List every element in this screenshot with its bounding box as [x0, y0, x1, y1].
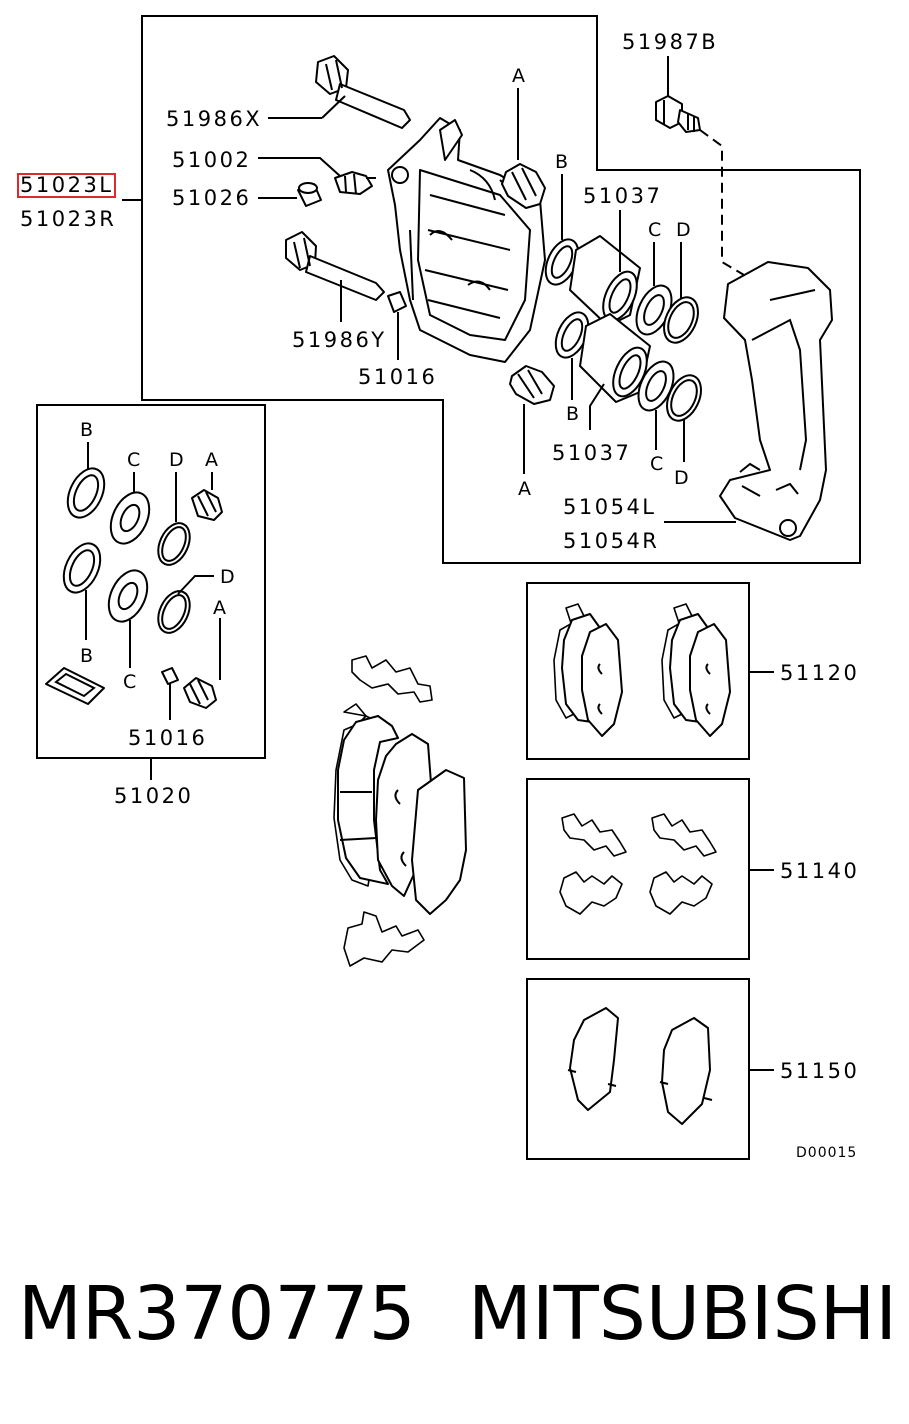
piston-lower [579, 313, 651, 403]
label-51037-upper: 51037 [583, 184, 662, 208]
bracket-bolt [655, 95, 701, 133]
label-51016-kit: 51016 [128, 726, 207, 750]
label-51002: 51002 [172, 148, 251, 172]
clip-kit-right [649, 813, 717, 915]
highlight-51023L [17, 173, 116, 198]
dust-seal-lower [637, 360, 675, 412]
sleeve-main [387, 291, 407, 313]
kit-letter-C1: C [127, 449, 140, 471]
kit-boot-a1 [191, 489, 223, 521]
letter-B-lower: B [566, 403, 579, 425]
kit-seal-b1 [66, 467, 106, 519]
kit-grease-packet [45, 667, 105, 705]
kit-ring-d1 [157, 522, 191, 566]
kit-letter-D1: D [169, 449, 184, 471]
guide-bolt-upper [315, 55, 411, 129]
label-51140: 51140 [780, 859, 859, 883]
kit-letter-D2: D [220, 566, 235, 588]
clip-kit-left [559, 813, 627, 915]
piston-seal-lower [554, 311, 590, 359]
ring-upper [663, 296, 699, 344]
label-51987B: 51987B [622, 30, 718, 54]
kit-grease-packet-fill [54, 672, 96, 698]
pad-set-left [553, 603, 623, 737]
shim-left [567, 1007, 619, 1111]
label-51016-main: 51016 [358, 365, 437, 389]
kit-letter-A1: A [205, 449, 218, 471]
letter-C-upper: C [648, 219, 661, 241]
label-51054L: 51054L [563, 495, 657, 519]
ring-lower [666, 374, 702, 422]
label-51120: 51120 [780, 661, 859, 685]
label-51026: 51026 [172, 186, 251, 210]
kit-ring-d2 [157, 590, 191, 634]
label-51986Y: 51986Y [292, 328, 387, 352]
piston-upper [569, 235, 641, 327]
label-51150: 51150 [780, 1059, 859, 1083]
footer-part-number: MR370775 [18, 1271, 416, 1357]
label-51986X: 51986X [166, 107, 262, 131]
bleeder-cap [297, 182, 322, 207]
guide-bolt-lower [285, 231, 385, 301]
kit-letter-C2: C [123, 671, 136, 693]
bleeder-screw [334, 171, 376, 195]
letter-D-lower: D [674, 467, 689, 489]
label-51037-lower: 51037 [552, 441, 631, 465]
leader-51002 [258, 157, 341, 177]
kit-boot-a2 [183, 677, 217, 709]
boot-upper [501, 163, 546, 209]
label-51054R: 51054R [563, 529, 659, 553]
label-51020: 51020 [114, 784, 193, 808]
caliper-assembly-frame [141, 15, 861, 564]
footer-brand: MITSUBISHI [468, 1271, 897, 1357]
caliper-support [719, 261, 833, 541]
kit-leader-d2 [177, 575, 214, 595]
leader-51037-lower [589, 383, 605, 430]
caliper-body [387, 117, 546, 363]
clip-kit-frame [526, 778, 750, 960]
letter-A-lower: A [518, 478, 531, 500]
kit-seal-b2 [62, 542, 102, 594]
kit-letter-A2: A [213, 597, 226, 619]
label-51023R: 51023R [20, 207, 116, 231]
kit-seal-c1 [109, 491, 151, 545]
shim-right [659, 1017, 713, 1125]
label-51023L: 51023L [20, 173, 114, 197]
shim-kit-frame [526, 978, 750, 1160]
kit-letter-B2: B [80, 645, 93, 667]
boot-lower [509, 365, 555, 405]
letter-B-upper: B [555, 151, 568, 173]
letter-A-upper: A [512, 65, 525, 87]
kit-sleeve [161, 667, 179, 685]
letter-D-upper: D [676, 219, 691, 241]
bolt-axis-line [699, 129, 745, 276]
pad-set-right [661, 603, 731, 737]
letter-C-lower: C [650, 453, 663, 475]
diagram-code: D00015 [796, 1145, 857, 1161]
pad-assembly-loose [333, 655, 467, 967]
leader-51986X-b [321, 95, 346, 119]
kit-letter-B1: B [80, 419, 93, 441]
kit-seal-c2 [107, 569, 149, 623]
